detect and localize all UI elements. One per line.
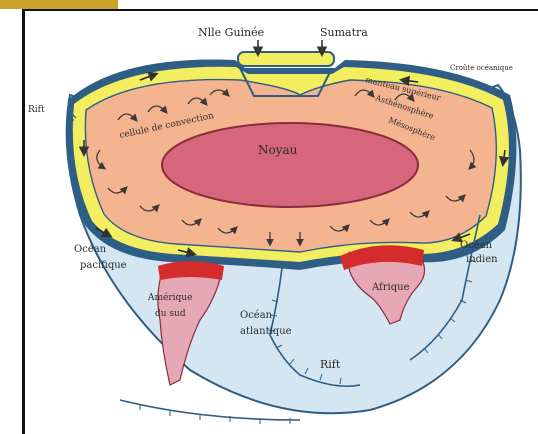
label-afrique: Afrique: [371, 282, 410, 293]
label-ocean-pacifique-1: Océan: [74, 244, 107, 255]
label-rift-left: Rift: [28, 105, 45, 115]
top-slab: [238, 52, 334, 66]
label-rift-bottom: Rift: [320, 358, 341, 371]
label-amerique-2: du sud: [155, 309, 186, 319]
frame-left-border: [22, 9, 25, 434]
label-nouvelle-guinee: Nlle Guinée: [198, 26, 264, 39]
label-ocean-atlantique-1: Océan: [240, 310, 273, 321]
label-ocean-indien-1: Océan: [460, 240, 493, 251]
label-noyau: Noyau: [258, 143, 298, 157]
label-ocean-pacifique-2: pacifique: [80, 260, 127, 271]
gold-frame-corner: [0, 0, 118, 9]
frame-top-border: [22, 9, 538, 11]
label-sumatra: Sumatra: [320, 26, 368, 39]
core: [162, 123, 418, 207]
label-ocean-indien-2: indien: [466, 254, 498, 265]
label-ocean-atlantique-2: atlantique: [240, 326, 292, 337]
label-amerique-1: Amérique: [147, 292, 192, 303]
label-croute-oceanique: Croûte océanique: [450, 64, 513, 72]
